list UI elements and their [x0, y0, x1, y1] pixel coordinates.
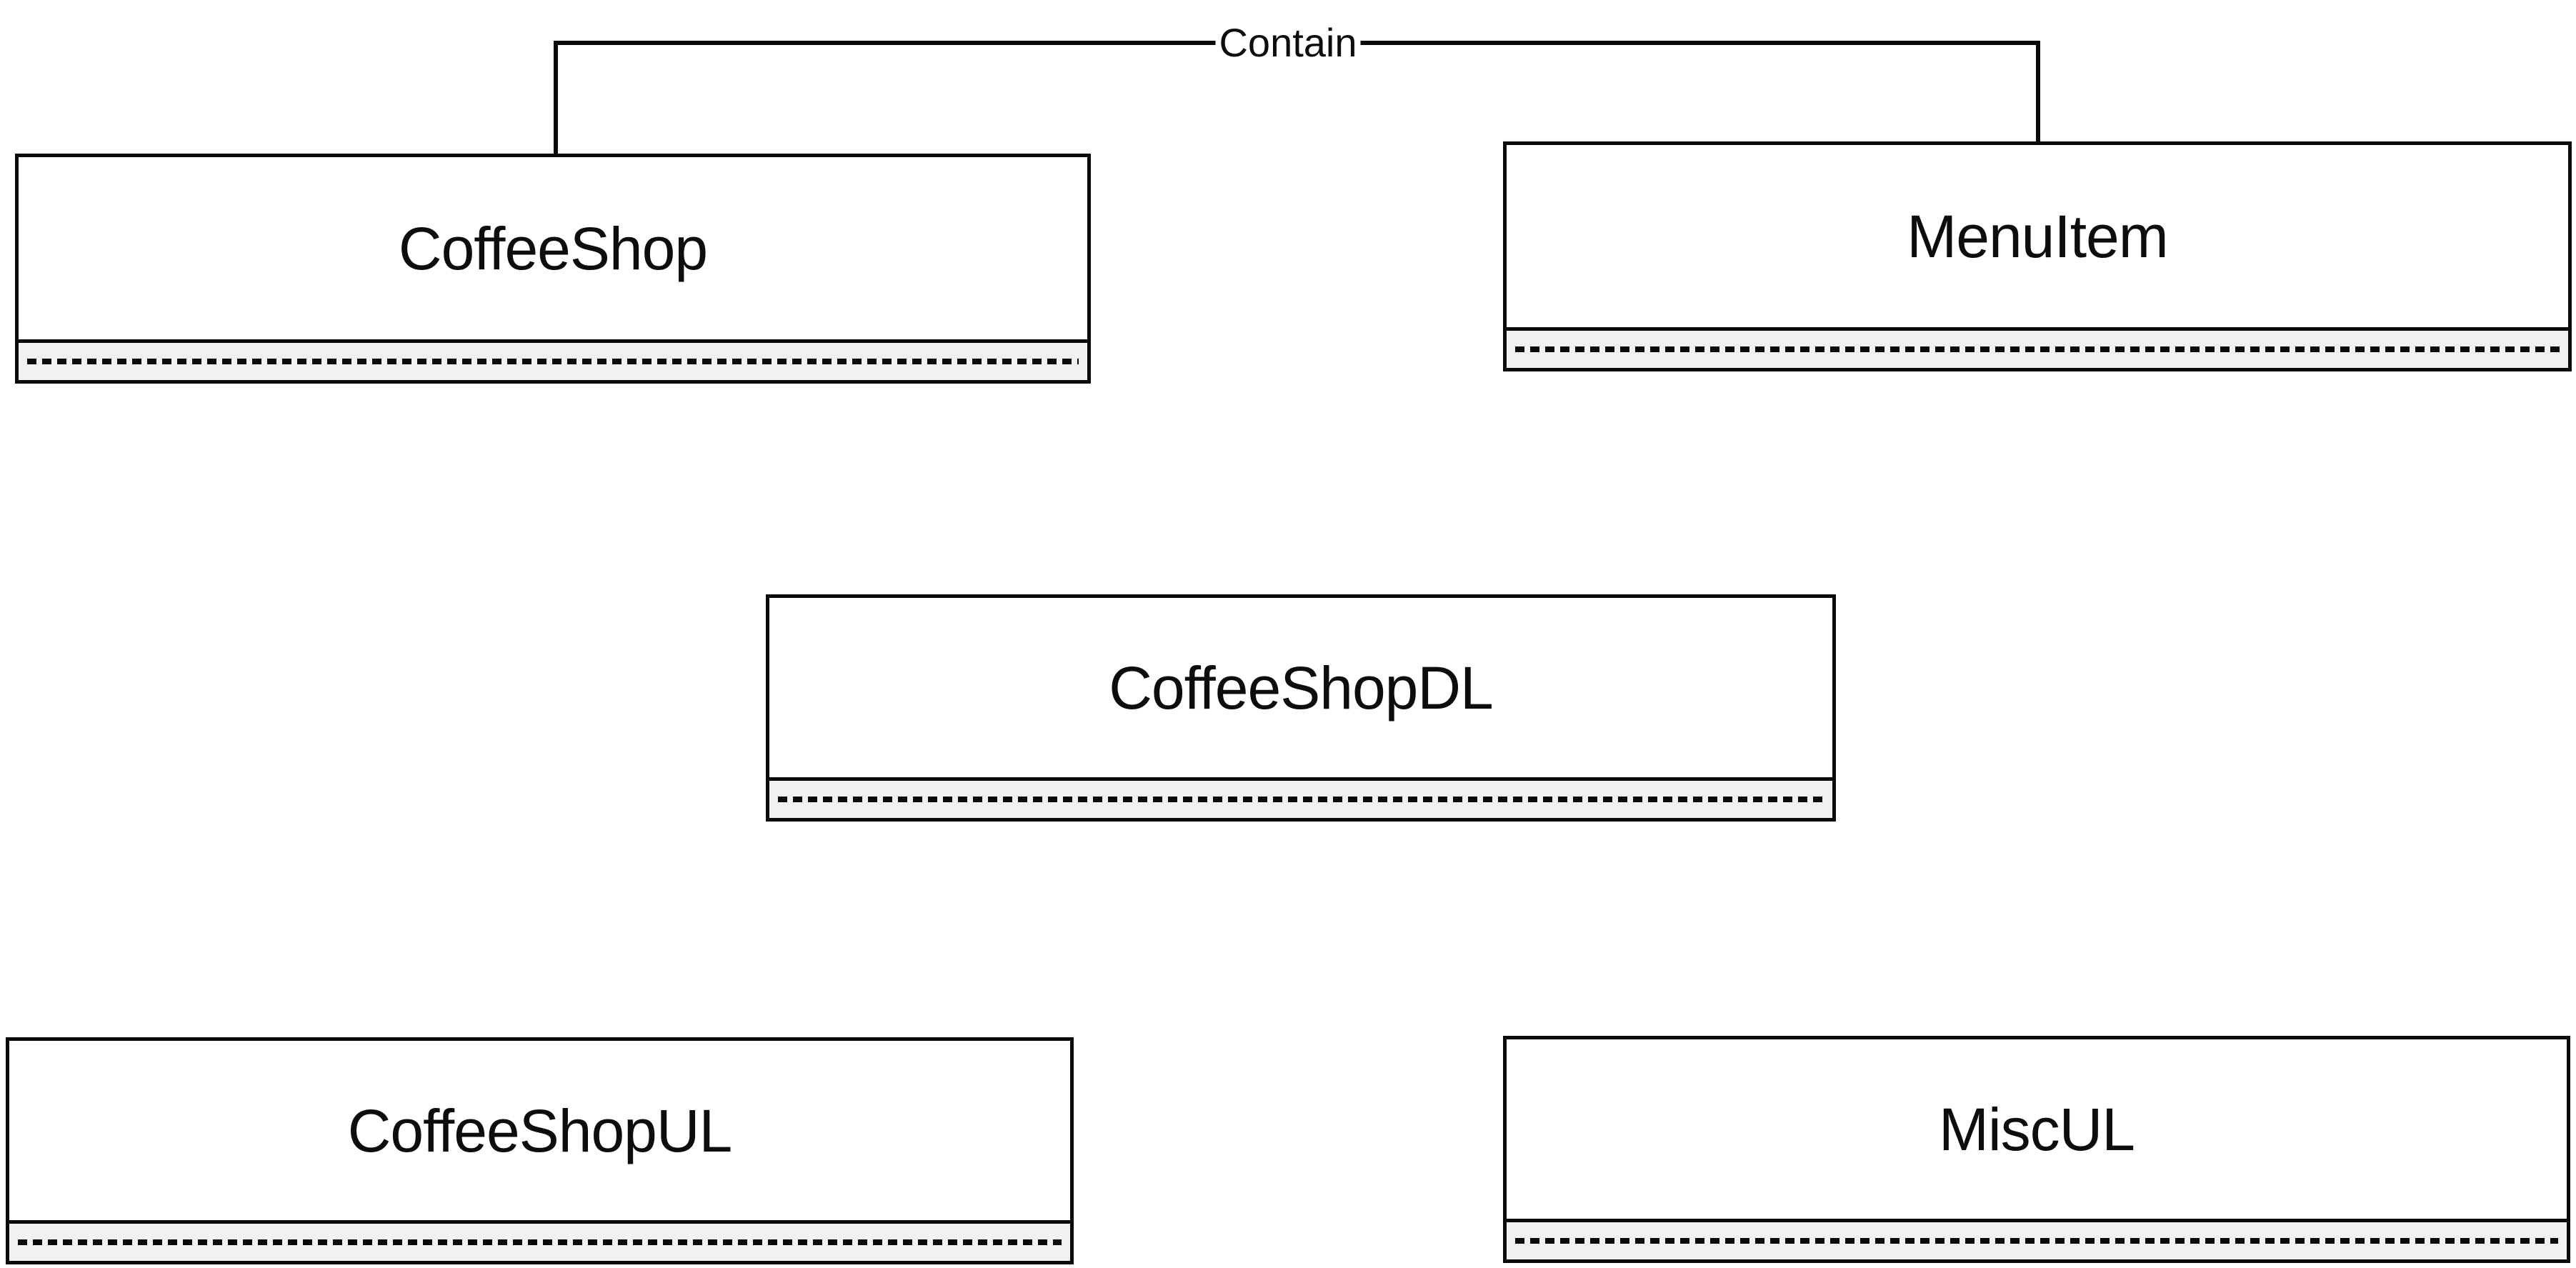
empty-attributes-dashed-rule	[1515, 346, 2560, 352]
attributes-compartment	[769, 777, 1832, 818]
empty-attributes-dashed-rule	[1515, 1238, 2558, 1244]
class-box-coffeeshop: CoffeeShop	[15, 154, 1091, 384]
class-box-miscul: MiscUL	[1503, 1036, 2570, 1263]
empty-attributes-dashed-rule	[778, 797, 1824, 802]
contain-edge-right-vertical-line	[2036, 41, 2040, 143]
contain-edge-label: Contain	[1215, 23, 1361, 63]
attributes-compartment	[1507, 1219, 2567, 1259]
attributes-compartment	[19, 339, 1087, 380]
class-name-coffeeshopdl: CoffeeShopDL	[1109, 654, 1494, 722]
class-box-menuitem: MenuItem	[1503, 141, 2572, 371]
class-name-coffeeshop: CoffeeShop	[398, 214, 708, 282]
empty-attributes-dashed-rule	[27, 359, 1079, 364]
class-box-coffeeshopdl: CoffeeShopDL	[766, 594, 1836, 822]
attributes-compartment	[1507, 327, 2568, 368]
class-name-menuitem: MenuItem	[1907, 202, 2169, 270]
contain-edge-left-vertical-line	[554, 41, 558, 155]
class-name-coffeeshopul: CoffeeShopUL	[347, 1097, 733, 1164]
class-name-miscul: MiscUL	[1938, 1095, 2135, 1163]
empty-attributes-dashed-rule	[18, 1239, 1062, 1245]
attributes-compartment	[9, 1220, 1070, 1261]
class-box-coffeeshopul: CoffeeShopUL	[6, 1037, 1074, 1264]
